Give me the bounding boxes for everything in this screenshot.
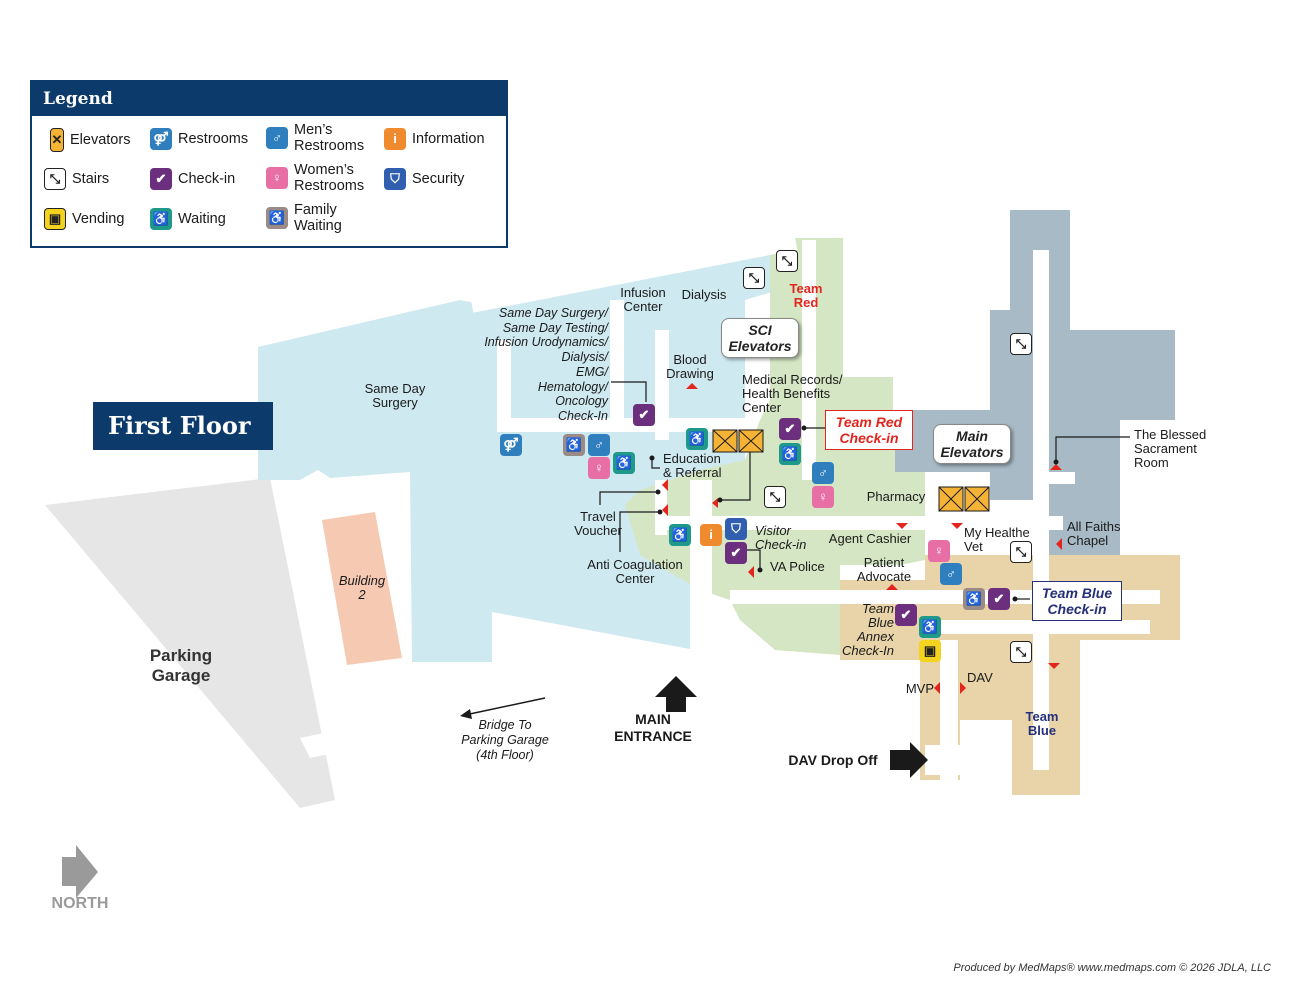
main-elevators-block xyxy=(938,486,990,512)
label-blood-drawing: Blood Drawing xyxy=(666,352,714,381)
restrooms-icon: ⚤ xyxy=(150,128,172,150)
label-team-blue: Team Blue xyxy=(1025,709,1059,738)
label-main-entrance: MAIN ENTRANCE xyxy=(614,711,692,744)
check-in-icon: ✔ xyxy=(150,168,172,190)
waiting-icon: ♿ xyxy=(919,616,941,638)
check-in-icon: ✔ xyxy=(988,588,1010,610)
legend-item-mens-restrooms: ♂ Men’s Restrooms xyxy=(266,122,364,154)
security-icon: ⛉ xyxy=(725,518,747,540)
main-entrance-arrow xyxy=(655,676,697,712)
stairs-icon: ⤡ xyxy=(1010,641,1032,663)
men-restroom-icon: ♂ xyxy=(812,462,834,484)
legend-item-elevators: ✕ Elevators xyxy=(50,128,130,152)
vending-icon: ▣ xyxy=(44,208,66,230)
callout-team-red-checkin: Team Red Check-in xyxy=(825,410,913,450)
legend-heading: Legend xyxy=(32,82,506,116)
corridors xyxy=(300,232,1160,780)
label-va-police: VA Police xyxy=(770,559,825,574)
label-medical-records: Medical Records/ Health Benefits Center xyxy=(742,372,843,415)
women-restroom-icon: ♀ xyxy=(266,167,288,189)
label-team-blue-annex-checkin: Team Blue Annex Check-In xyxy=(841,601,894,658)
men-restroom-icon: ♂ xyxy=(940,563,962,585)
security-icon: ⛉ xyxy=(384,168,406,190)
legend-item-family-waiting: ♿ Family Waiting xyxy=(266,202,342,234)
label-parking-garage: Parking Garage xyxy=(149,646,213,685)
callout-sci-elevators: SCI Elevators xyxy=(721,318,799,358)
sci-elevators-block xyxy=(712,429,764,453)
stairs-icon: ⤡ xyxy=(764,486,786,508)
entrance-markers xyxy=(662,383,1062,694)
family-waiting-icon: ♿ xyxy=(563,434,585,456)
women-restroom-icon: ♀ xyxy=(812,486,834,508)
label-agent-cashier: Agent Cashier xyxy=(828,531,912,546)
stairs-icon: ⤡ xyxy=(1010,541,1032,563)
legend-item-stairs: ⤡ Stairs xyxy=(44,168,109,190)
label-all-faiths-chapel: All Faiths Chapel xyxy=(1067,519,1121,548)
leader-dots xyxy=(649,425,1059,602)
waiting-icon: ♿ xyxy=(669,524,691,546)
label-my-healthe-vet: My Healthe Vet xyxy=(964,525,1030,554)
label-dav: DAV xyxy=(967,670,993,685)
waiting-icon: ♿ xyxy=(150,208,172,230)
women-restroom-icon: ♀ xyxy=(928,540,950,562)
label-anti-coagulation: Anti Coagulation Center xyxy=(587,557,683,586)
stairs-icon: ⤡ xyxy=(743,267,765,289)
information-icon: i xyxy=(700,524,722,546)
legend-item-check-in: ✔ Check-in xyxy=(150,168,235,190)
men-restroom-icon: ♂ xyxy=(266,127,288,149)
family-waiting-icon: ♿ xyxy=(266,207,288,229)
label-education-referral: Education & Referral xyxy=(663,451,722,480)
label-patient-advocate: Patient Advocate xyxy=(856,555,912,584)
check-in-icon: ✔ xyxy=(895,604,917,626)
floor-title: First Floor xyxy=(93,402,273,450)
women-restroom-icon: ♀ xyxy=(588,457,610,479)
building-2-area xyxy=(322,512,402,665)
legend-item-vending: ▣ Vending xyxy=(44,208,124,230)
information-icon: i xyxy=(384,128,406,150)
legend-item-information: i Information xyxy=(384,128,485,150)
label-infusion-center: Infusion Center xyxy=(620,285,666,314)
check-in-icon: ✔ xyxy=(725,542,747,564)
legend-item-security: ⛉ Security xyxy=(384,168,464,190)
restrooms-icon: ⚤ xyxy=(500,434,522,456)
stairs-icon: ⤡ xyxy=(44,168,66,190)
label-dialysis: Dialysis xyxy=(681,287,727,302)
family-waiting-icon: ♿ xyxy=(963,588,985,610)
elevator-icon: ✕ xyxy=(50,128,64,152)
label-bridge-to-parking: Bridge To Parking Garage (4th Floor) xyxy=(461,718,549,762)
vending-icon: ▣ xyxy=(919,640,941,662)
label-team-red: Team Red xyxy=(789,281,823,310)
waiting-icon: ♿ xyxy=(779,443,801,465)
label-dav-drop-off: DAV Drop Off xyxy=(788,752,878,768)
waiting-icon: ♿ xyxy=(613,452,635,474)
parking-garage-area xyxy=(45,478,335,808)
north-label: NORTH xyxy=(51,895,109,912)
legend-item-waiting: ♿ Waiting xyxy=(150,208,226,230)
label-blessed-sacrament: The Blessed Sacrament Room xyxy=(1134,427,1207,470)
stairs-icon: ⤡ xyxy=(776,250,798,272)
label-travel-voucher: Travel Voucher xyxy=(574,509,622,538)
bridge-arrow-head xyxy=(460,709,472,719)
callout-main-elevators: Main Elevators xyxy=(933,424,1011,464)
stairs-icon: ⤡ xyxy=(1010,333,1032,355)
credit-line: Produced by MedMaps® www.medmaps.com © 2… xyxy=(953,962,1271,974)
men-restroom-icon: ♂ xyxy=(588,434,610,456)
legend-item-womens-restrooms: ♀ Women’s Restrooms xyxy=(266,162,364,194)
bridge-arrow-line xyxy=(464,697,546,716)
callout-team-blue-checkin: Team Blue Check-in xyxy=(1032,581,1122,621)
label-same-day-surgery: Same Day Surgery xyxy=(364,381,426,410)
label-building-2: Building 2 xyxy=(338,573,386,602)
waiting-icon: ♿ xyxy=(686,428,708,450)
legend: Legend ✕ Elevators ⚤ Restrooms ♂ Men’s R… xyxy=(30,80,508,248)
label-same-day-checkin-list: Same Day Surgery/ Same Day Testing/ Infu… xyxy=(484,306,608,423)
label-visitor-checkin: Visitor Check-in xyxy=(755,523,807,552)
label-pharmacy: Pharmacy xyxy=(866,489,926,504)
label-mvp: MVP xyxy=(905,681,934,696)
check-in-icon: ✔ xyxy=(779,418,801,440)
check-in-icon: ✔ xyxy=(633,404,655,426)
dav-drop-off-arrow xyxy=(890,742,928,778)
legend-item-restrooms: ⚤ Restrooms xyxy=(150,128,248,150)
north-arrow xyxy=(62,845,98,898)
